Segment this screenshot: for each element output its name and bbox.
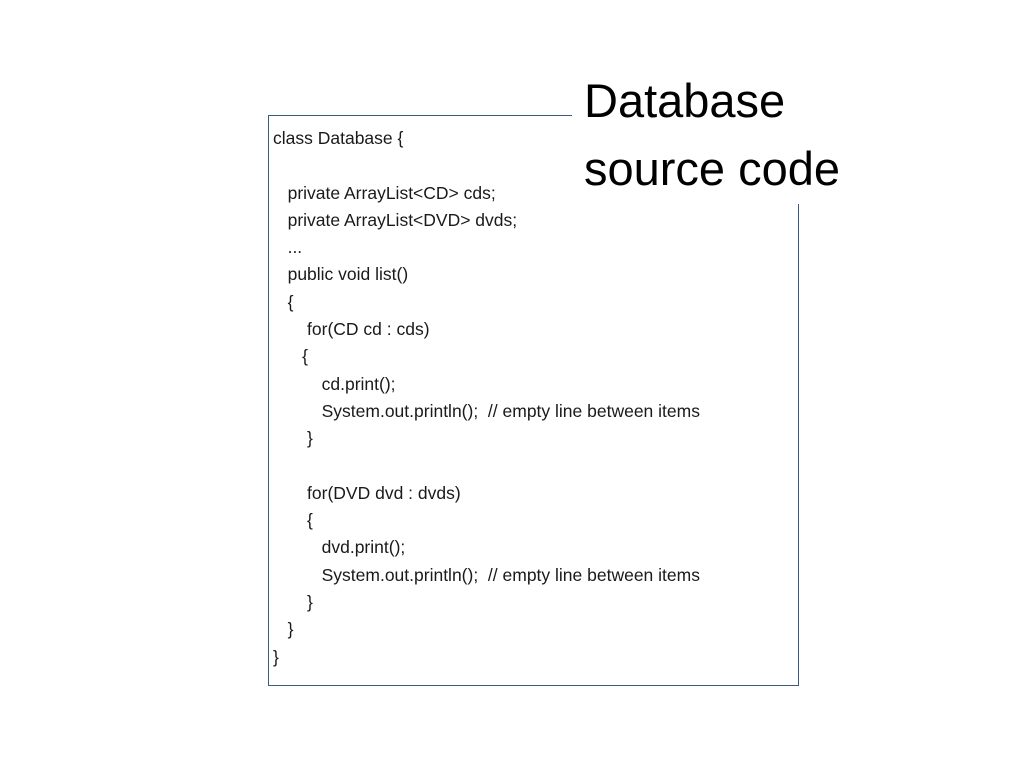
code-line: System.out.println(); // empty line betw… (273, 400, 700, 421)
code-line: { (273, 291, 294, 312)
code-line: public void list() (273, 264, 409, 285)
code-line: } (273, 646, 279, 667)
slide-title-line-2: source code (584, 142, 841, 195)
code-line: ... (273, 237, 303, 258)
title-backdrop (572, 70, 872, 204)
code-box (268, 115, 799, 686)
code-line: class Database { (273, 128, 404, 148)
code-line: } (273, 619, 294, 640)
code-listing: class Database { private ArrayList<CD> c… (273, 125, 700, 671)
code-line: } (273, 428, 313, 449)
code-line (273, 453, 700, 480)
code-line: } (273, 592, 313, 613)
code-line: dvd.print(); (273, 537, 406, 558)
code-line: for(DVD dvd : dvds) (273, 482, 461, 503)
code-line: private ArrayList<DVD> dvds; (273, 209, 518, 230)
code-line: { (273, 510, 313, 531)
code-line: for(CD cd : cds) (273, 319, 430, 340)
slide-title-line-1: Database (584, 74, 786, 127)
code-line: System.out.println(); // empty line betw… (273, 564, 700, 585)
code-line: cd.print(); (273, 373, 396, 394)
code-line: { (273, 346, 309, 367)
code-line: private ArrayList<CD> cds; (273, 182, 496, 203)
